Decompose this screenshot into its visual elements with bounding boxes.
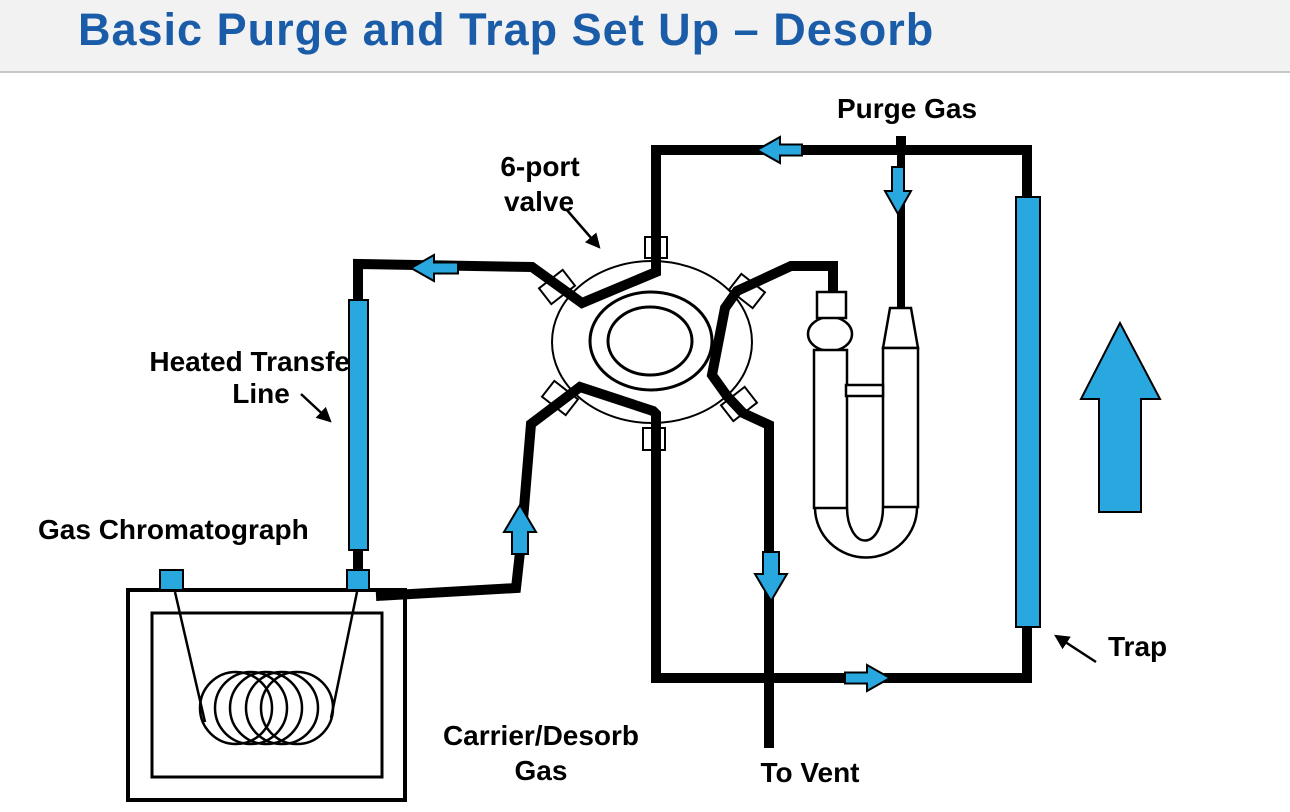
sparger-ubend-inner — [845, 506, 885, 542]
trap-column — [1015, 196, 1041, 628]
flow-arrow-down-to-vent — [753, 551, 789, 603]
valve-middle-ring — [588, 290, 714, 392]
six-port-valve-label-2: valve — [504, 186, 574, 217]
gc-port-transfer-line — [346, 569, 370, 591]
slide-header: Basic Purge and Trap Set Up – Desorb — [0, 0, 1290, 73]
to-vent-label: To Vent — [760, 757, 859, 788]
flow-arrow-right-bottom-line — [844, 663, 893, 693]
tubing-sparger-to-valve-to-vent — [706, 261, 838, 748]
flow-arrow-left-top-line — [754, 135, 803, 165]
sparger-cross-bridge — [844, 383, 885, 398]
page-title: Basic Purge and Trap Set Up – Desorb — [78, 4, 935, 55]
gc-inner-box — [150, 611, 384, 779]
flow-arrow-up-carrier — [502, 503, 538, 555]
flow-arrow-big-up-trap — [1079, 320, 1162, 513]
heated-transfer-line-pointer-arrow — [300, 393, 332, 423]
gas-chromatograph-oven — [126, 588, 407, 802]
gas-chromatograph-label: Gas Chromatograph — [38, 514, 309, 545]
sparger-right-tube — [881, 346, 920, 509]
flow-arrow-down-purge-gas — [883, 166, 913, 217]
carrier-desorb-gas-label-2: Gas — [515, 755, 568, 786]
purge-gas-label: Purge Gas — [837, 93, 977, 124]
sparger-inlet-port — [815, 290, 848, 320]
valve-inner-ring — [606, 305, 694, 377]
trap-pointer-arrow — [1054, 634, 1097, 664]
gc-column-lead-right — [329, 591, 359, 719]
heated-transfer-line-label-1: Heated Transfer — [149, 346, 361, 377]
trap-label: Trap — [1108, 631, 1167, 662]
carrier-desorb-gas-label-1: Carrier/Desorb — [443, 720, 639, 751]
tubing-trap-to-valve-to-transfer-line — [353, 145, 1032, 309]
sparger-left-tube — [812, 348, 849, 510]
sparger-vessel — [806, 290, 920, 559]
sparger-ubend-outer — [813, 506, 919, 559]
sparger-needle-cone — [881, 306, 920, 350]
heated-transfer-line — [348, 299, 369, 551]
gc-column-coil — [198, 670, 335, 746]
six-port-valve-label-1: 6-port — [500, 151, 579, 182]
gc-port-left — [159, 569, 184, 591]
heated-transfer-line-label-2: Line — [232, 378, 290, 409]
six-port-valve-pointer-arrow — [565, 208, 601, 249]
tubing-carrier-to-valve-to-trap — [375, 381, 1032, 683]
sparger-bulb — [806, 315, 854, 353]
flow-arrow-left-transfer-line — [408, 253, 459, 283]
